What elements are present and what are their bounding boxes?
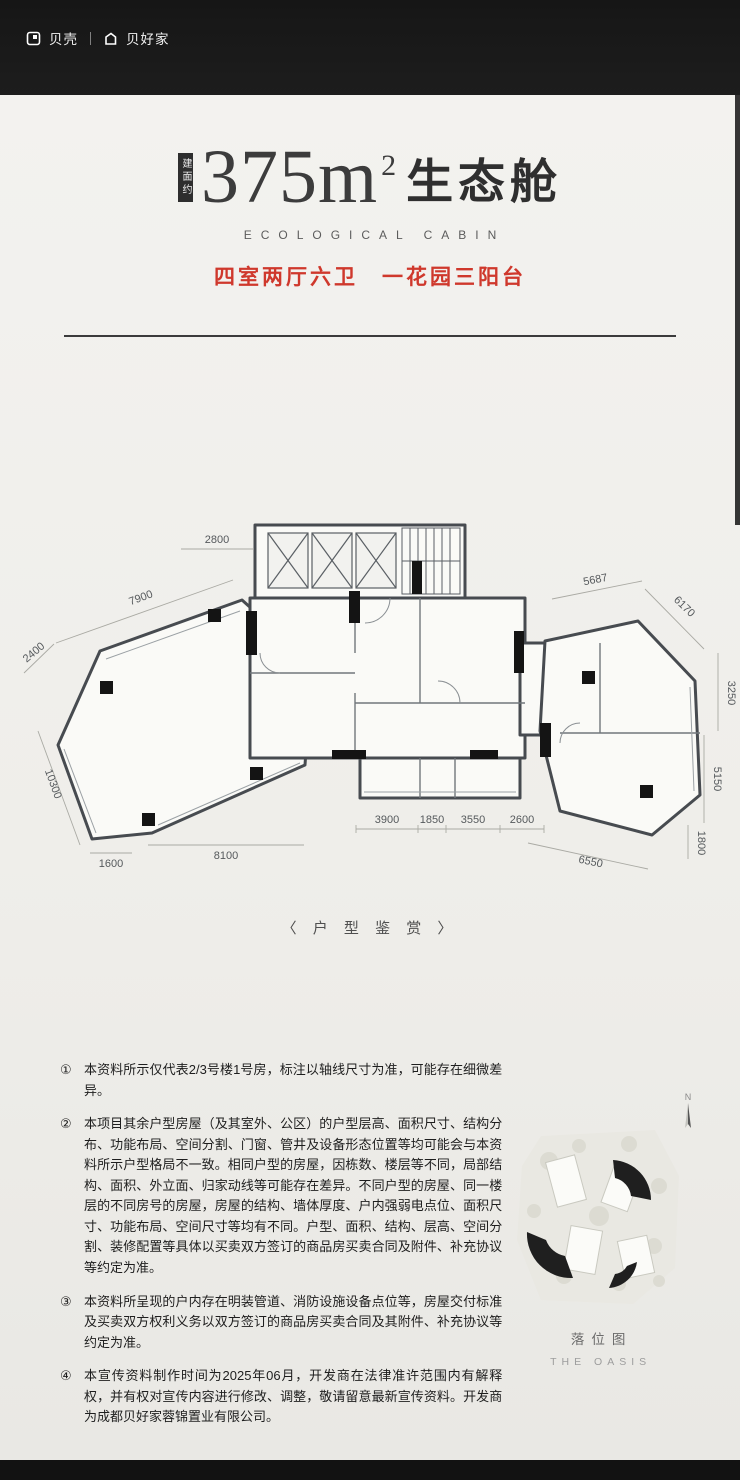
dimension-label: 1800 [695, 831, 707, 855]
dimension-label: 5687 [582, 572, 608, 588]
area-name: 生态舱 [406, 156, 563, 209]
dimension-label: 1600 [99, 858, 123, 870]
brand-name-beike: 贝壳 [49, 32, 78, 47]
built-area-badge: 建面约 [177, 152, 193, 202]
dimension-label: 7900 [127, 589, 154, 609]
disclaimer-item: ③ 本资料所呈现的户内存在明装管道、消防设施设备点位等，房屋交付标准及买卖双方权… [60, 1292, 502, 1354]
disclaimer-number: ③ [60, 1293, 72, 1309]
disclaimer-item: ② 本项目其余户型房屋（及其室外、公区）的户型层高、面积尺寸、结构分布、功能布局… [60, 1114, 502, 1278]
sitemap-label-en: THE OASIS [550, 1356, 652, 1369]
dimension-label: 2600 [510, 814, 534, 826]
floorplan-caption: 〈 户 型 鉴 赏 〉 [281, 920, 459, 938]
dimension-label: 10300 [42, 768, 64, 801]
hero-section: 建面约 375m 2 生态舱 ECOLOGICAL CABIN 四室两厅六卫 一… [0, 95, 740, 338]
subtitle-english: ECOLOGICAL CABIN [243, 228, 506, 243]
compass-icon: N [678, 1092, 698, 1132]
disclaimer-item: ④ 本宣传资料制作时间为2025年06月，开发商在法律准许范围内有解释权，并有权… [60, 1366, 502, 1428]
brand-row: 贝壳 贝好家 [26, 28, 170, 48]
dimension-label: 6170 [671, 594, 697, 620]
sitemap-label-cn: 落位图 [570, 1332, 633, 1348]
dimension-lines [23, 548, 719, 870]
area-superscript: 2 [381, 149, 397, 182]
layout-tagline: 四室两厅六卫 一花园三阳台 [214, 266, 526, 290]
disclaimer-list: ① 本资料所示仅代表2/3号楼1号房，标注以轴线尺寸为准，可能存在细微差异。 ②… [60, 1060, 502, 1441]
sitemap-section: N [502, 1092, 694, 1441]
door-arcs [259, 598, 581, 744]
disclaimer-number: ① [60, 1062, 72, 1078]
content-area: 建面约 375m 2 生态舱 ECOLOGICAL CABIN 四室两厅六卫 一… [0, 95, 740, 1460]
brand-name-beihaojia: 贝好家 [126, 32, 170, 47]
dimension-label: 6550 [577, 854, 603, 871]
dimension-label: 3900 [375, 814, 399, 826]
dimension-label: 3250 [725, 681, 737, 705]
floorplan-section: 2800 7900 2400 5687 6170 3250 5150 1800 … [0, 503, 740, 938]
compass-north-label: N [684, 1092, 692, 1103]
dimension-label: 2800 [205, 534, 229, 546]
structural-columns [100, 561, 653, 827]
dimension-label: 1850 [420, 814, 444, 826]
disclaimer-text: 本宣传资料制作时间为2025年06月，开发商在法律准许范围内有解释权，并有权对宣… [84, 1368, 503, 1425]
dimension-label: 5150 [711, 767, 723, 791]
landscape-trees [527, 1136, 668, 1292]
disclaimer-text: 本资料所呈现的户内存在明装管道、消防设施设备点位等，房屋交付标准及买卖双方权利义… [84, 1293, 503, 1350]
disclaimer-text: 本资料所示仅代表2/3号楼1号房，标注以轴线尺寸为准，可能存在细微差异。 [84, 1062, 503, 1098]
top-brand-bar: 贝壳 贝好家 [0, 0, 740, 95]
disclaimer-text: 本项目其余户型房屋（及其室外、公区）的户型层高、面积尺寸、结构分布、功能布局、空… [84, 1116, 503, 1275]
compass-needle-icon [685, 1103, 691, 1129]
disclaimer-number: ④ [60, 1368, 72, 1384]
disclaimer-item: ① 本资料所示仅代表2/3号楼1号房，标注以轴线尺寸为准，可能存在细微差异。 [60, 1060, 502, 1101]
beihaojia-logo-icon [105, 32, 117, 45]
disclaimer-number: ② [60, 1116, 72, 1132]
elevator-shafts [267, 532, 397, 589]
interior-walls [250, 598, 700, 799]
area-title: 建面约 375m 2 生态舱 [0, 135, 740, 219]
site-plan-illustration [517, 1130, 680, 1305]
area-number: 375m [200, 135, 379, 219]
section-divider [64, 335, 676, 338]
dimension-label: 3550 [461, 814, 485, 826]
bottom-dark-strip [0, 1460, 740, 1480]
brand-divider [90, 31, 91, 45]
dimension-label: 8100 [214, 850, 238, 862]
floorplan-drawing: 2800 7900 2400 5687 6170 3250 5150 1800 … [21, 523, 737, 871]
photo-edge [735, 95, 740, 525]
beike-logo-icon [26, 31, 41, 45]
lower-section: ① 本资料所示仅代表2/3号楼1号房，标注以轴线尺寸为准，可能存在细微差异。 ②… [0, 1060, 740, 1441]
building-footprints [545, 1154, 656, 1280]
dimension-label: 2400 [21, 640, 47, 665]
highlighted-buildings [527, 1160, 652, 1289]
